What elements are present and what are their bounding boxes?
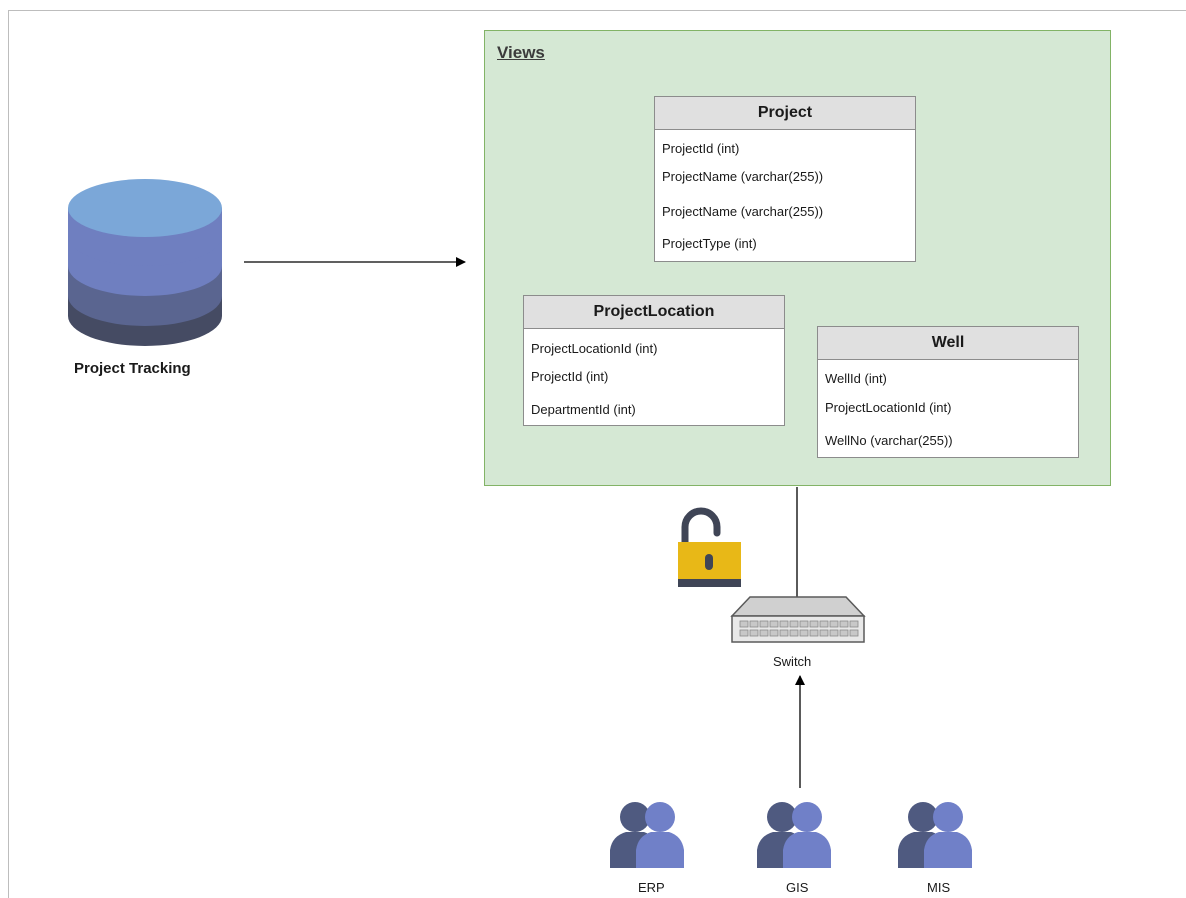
- project-field: ProjectType (int): [662, 236, 757, 251]
- project-location-table-header: ProjectLocation: [524, 296, 784, 329]
- canvas-border-top: [8, 10, 1186, 11]
- users-icon-gis: [757, 802, 831, 868]
- canvas-border-left: [8, 10, 9, 898]
- project-field: ProjectId (int): [662, 141, 740, 156]
- user-label-erp: ERP: [638, 880, 665, 895]
- well-field: ProjectLocationId (int): [825, 400, 952, 415]
- unlocked-padlock-icon: [678, 507, 741, 587]
- views-title: Views: [497, 43, 545, 62]
- well-field: WellNo (varchar(255)): [825, 433, 953, 448]
- user-label-gis: GIS: [786, 880, 809, 895]
- well-table-header: Well: [818, 327, 1078, 360]
- project-table[interactable]: Project ProjectId (int) ProjectName (var…: [654, 96, 916, 262]
- project-location-field: ProjectId (int): [531, 369, 609, 384]
- database-icon: [68, 179, 222, 346]
- project-field: ProjectName (varchar(255)): [662, 169, 824, 184]
- project-location-field: ProjectLocationId (int): [531, 341, 658, 356]
- users-icon-mis: [898, 802, 972, 868]
- well-field: WellId (int): [825, 371, 887, 386]
- switch-label: Switch: [773, 654, 812, 669]
- well-table[interactable]: Well WellId (int) ProjectLocationId (int…: [817, 326, 1079, 458]
- user-label-mis: MIS: [927, 880, 951, 895]
- users-icon-erp: [610, 802, 684, 868]
- network-switch-icon: [730, 596, 866, 643]
- project-location-field: DepartmentId (int): [531, 402, 636, 417]
- project-location-table[interactable]: ProjectLocation ProjectLocationId (int) …: [523, 295, 785, 426]
- database-label: Project Tracking: [74, 360, 191, 377]
- project-table-header: Project: [655, 97, 915, 130]
- project-field: ProjectName (varchar(255)): [662, 204, 824, 219]
